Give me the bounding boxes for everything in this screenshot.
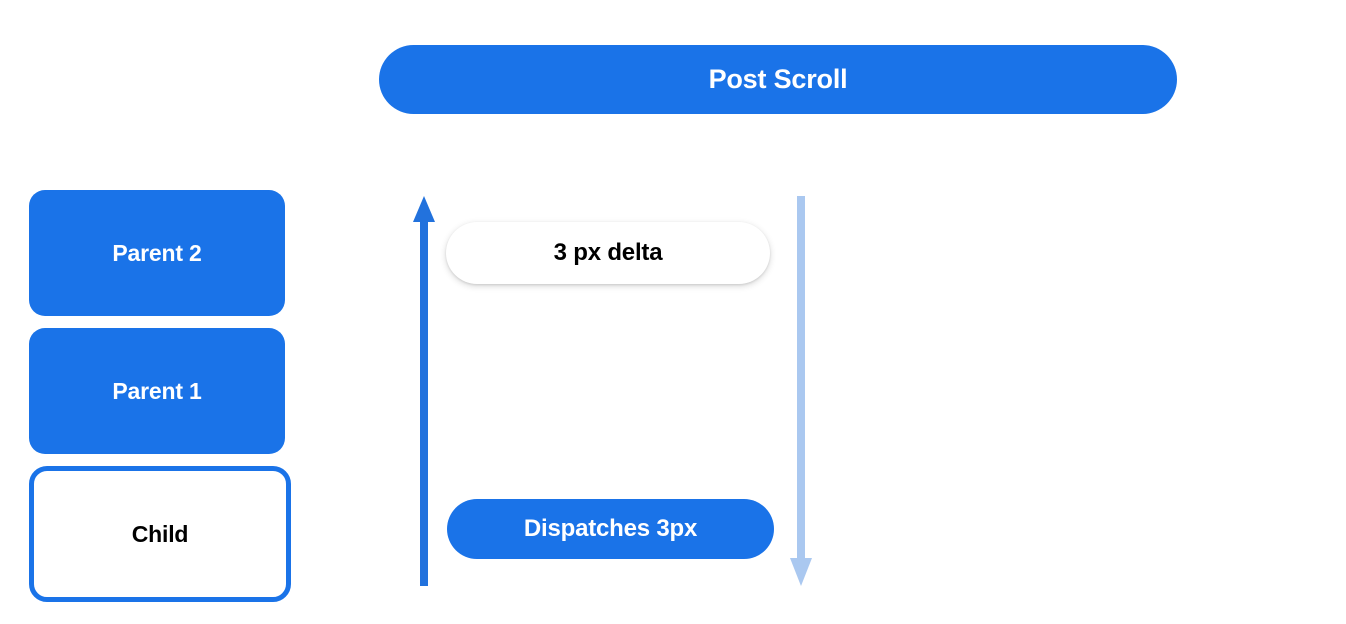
delta-pill-label: 3 px delta: [553, 239, 663, 266]
arrow-up-icon: [412, 196, 436, 586]
node-box-parent-2: Parent 2: [29, 190, 285, 316]
node-box-parent-1: Parent 1: [29, 328, 285, 454]
hierarchy-column: Parent 2 Parent 1 Child: [29, 190, 291, 602]
dispatch-pill-label: Dispatches 3px: [523, 515, 698, 542]
node-box-parent-2-label: Parent 2: [112, 239, 202, 266]
post-scroll-header: Post Scroll: [379, 45, 1177, 114]
node-box-child: Child: [29, 466, 291, 602]
delta-pill: 3 px delta: [446, 222, 770, 284]
node-box-child-label: Child: [131, 520, 189, 547]
spacer-parent1-child: [29, 454, 291, 466]
node-box-parent-1-label: Parent 1: [112, 377, 202, 404]
dispatch-pill: Dispatches 3px: [447, 499, 774, 559]
post-scroll-header-label: Post Scroll: [708, 64, 848, 94]
spacer-parent2-parent1: [29, 316, 291, 328]
arrow-down-icon: [789, 196, 813, 586]
